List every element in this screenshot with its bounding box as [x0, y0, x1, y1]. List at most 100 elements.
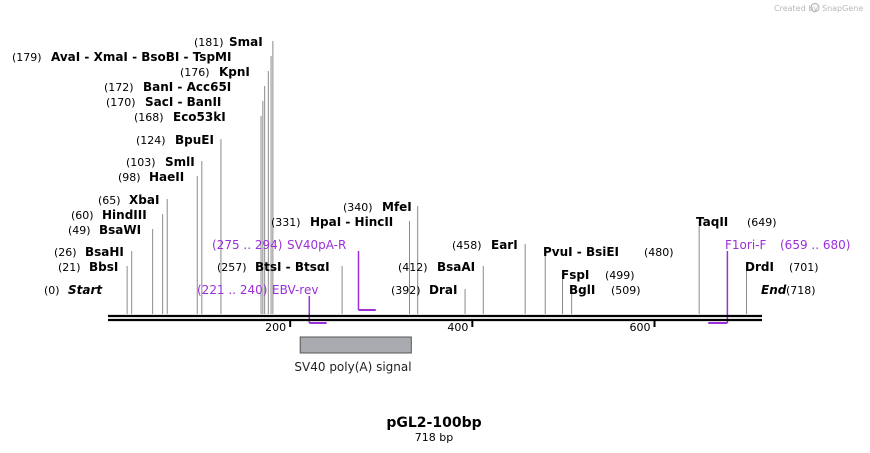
site-name: BsaAI	[437, 260, 475, 274]
site-name: End	[761, 283, 787, 297]
site-name: HaeII	[149, 170, 184, 184]
site-name: DrdI	[745, 260, 774, 274]
site-name: SmaI	[229, 35, 263, 49]
site-name: XbaI	[129, 193, 159, 207]
site-kpni[interactable]: (176) KpnI	[180, 65, 250, 79]
tick-label: 600	[630, 321, 651, 334]
site-drdi[interactable]: (701) DrdI	[745, 260, 819, 274]
site-position: (98)	[118, 171, 141, 184]
site-name: HpaI - HincII	[310, 215, 393, 229]
site-position: (168)	[134, 111, 164, 124]
site-position: (181)	[194, 36, 224, 49]
feature-sv40-polya[interactable]: SV40 poly(A) signal	[294, 336, 412, 374]
scale-ticks: 200 400 600	[265, 321, 656, 334]
site-position: (392)	[391, 284, 421, 297]
primer-f1ori-f[interactable]: (659 .. 680)F1ori-F	[708, 238, 850, 324]
snapgene-credit: Created by SnapGene	[774, 2, 863, 13]
site-btsi[interactable]: (257) BtsI - BtsαI	[217, 260, 330, 274]
site-mfei[interactable]: (340) MfeI	[343, 200, 412, 214]
primer-ebv-rev[interactable]: (221 .. 240)EBV-rev	[197, 283, 327, 324]
site-name: BtsI - BtsαI	[255, 260, 330, 274]
primer-name: F1ori-F	[725, 238, 766, 252]
site-xbai[interactable]: (65) XbaI	[98, 193, 159, 207]
site-smli[interactable]: (103) SmlI	[126, 155, 195, 169]
site-name: DraI	[429, 283, 457, 297]
site-name: BsaWI	[99, 223, 141, 237]
site-taqii[interactable]: (649) TaqII	[696, 215, 777, 229]
site-position: (65)	[98, 194, 121, 207]
site-name: SmlI	[165, 155, 195, 169]
site-position: (179)	[12, 51, 42, 64]
map-subtitle: 718 bp	[415, 431, 453, 444]
credit-brand: SnapGene	[822, 4, 863, 13]
site-pvui[interactable]: (480) PvuI - BsiEI	[543, 245, 674, 259]
site-name: BpuEI	[175, 133, 214, 147]
site-bsahi[interactable]: (26) BsaHI	[54, 245, 124, 259]
site-saci[interactable]: (170) SacI - BanII	[106, 95, 221, 109]
tick-label: 400	[447, 321, 468, 334]
backbone	[108, 314, 762, 322]
site-position: (257)	[217, 261, 247, 274]
site-position: (176)	[180, 66, 210, 79]
site-bsawi[interactable]: (49) BsaWI	[68, 223, 141, 237]
site-bpuei[interactable]: (124)BpuEI	[136, 133, 214, 147]
site-position: (26)	[54, 246, 77, 259]
site-bsaai[interactable]: (412) BsaAI	[398, 260, 475, 274]
site-name: BglI	[569, 283, 595, 297]
feature-box[interactable]	[299, 336, 412, 354]
site-name: FspI	[561, 268, 589, 282]
site-labels: (181) SmaI (179) AvaI - XmaI - BsoBI - TspM…	[12, 35, 819, 297]
site-avai[interactable]: (179) AvaI - XmaI - BsoBI - TspMI	[12, 50, 231, 64]
site-position: (331)	[271, 216, 301, 229]
tick-label: 200	[265, 321, 286, 334]
site-bgli[interactable]: (509) BglI	[569, 283, 641, 297]
site-position: (499)	[605, 269, 635, 282]
site-name: EarI	[491, 238, 518, 252]
primer-sv40pa-r[interactable]: (275 .. 294)SV40pA-R	[212, 238, 376, 311]
site-position: (458)	[452, 239, 482, 252]
site-eari[interactable]: (458) EarI	[452, 238, 518, 252]
site-position: (172)	[104, 81, 134, 94]
site-position: (701)	[789, 261, 819, 274]
site-smai[interactable]: (181) SmaI	[194, 35, 263, 49]
site-name: HindIII	[102, 208, 147, 222]
site-start[interactable]: (0)Start	[44, 283, 103, 297]
site-name: TaqII	[696, 215, 728, 229]
site-name: PvuI - BsiEI	[543, 245, 619, 259]
site-name: KpnI	[219, 65, 250, 79]
site-position: (170)	[106, 96, 136, 109]
credit-text: Created by	[774, 4, 818, 13]
site-name: BbsI	[89, 260, 118, 274]
site-name: Start	[68, 283, 103, 297]
site-hpai[interactable]: (331) HpaI - HincII	[271, 215, 393, 229]
site-bani[interactable]: (172) BanI - Acc65I	[104, 80, 231, 94]
site-position: (103)	[126, 156, 156, 169]
site-position: (480)	[644, 246, 674, 259]
site-haeii[interactable]: (98) HaeII	[118, 170, 184, 184]
map-title: pGL2-100bp	[386, 415, 481, 431]
primers: (275 .. 294)SV40pA-R(221 .. 240)EBV-rev (…	[197, 238, 850, 324]
site-position: (49)	[68, 224, 91, 237]
site-name: BsaHI	[85, 245, 124, 259]
site-name: AvaI - XmaI - BsoBI - TspMI	[51, 50, 231, 64]
site-fspi[interactable]: (499) FspI	[561, 268, 635, 282]
site-name: Eco53kI	[173, 110, 226, 124]
site-position: (412)	[398, 261, 428, 274]
site-name: BanI - Acc65I	[143, 80, 231, 94]
site-hindiii[interactable]: (60) HindIII	[71, 208, 147, 222]
feature-label: SV40 poly(A) signal	[294, 360, 411, 374]
site-position: (60)	[71, 209, 94, 222]
site-end[interactable]: (718)End	[761, 283, 816, 297]
site-name: SacI - BanII	[145, 95, 221, 109]
site-position: (649)	[747, 216, 777, 229]
site-name: MfeI	[382, 200, 412, 214]
primer-range: (275 .. 294)	[212, 238, 282, 252]
site-position: (340)	[343, 201, 373, 214]
site-bbsi[interactable]: (21)BbsI	[58, 260, 118, 274]
site-eco53ki[interactable]: (168) Eco53kI	[134, 110, 226, 124]
site-drai[interactable]: (392) DraI	[391, 283, 457, 297]
snapgene-logo-icon	[810, 2, 820, 13]
site-leader-lines	[126, 41, 748, 314]
site-position: (509)	[611, 284, 641, 297]
